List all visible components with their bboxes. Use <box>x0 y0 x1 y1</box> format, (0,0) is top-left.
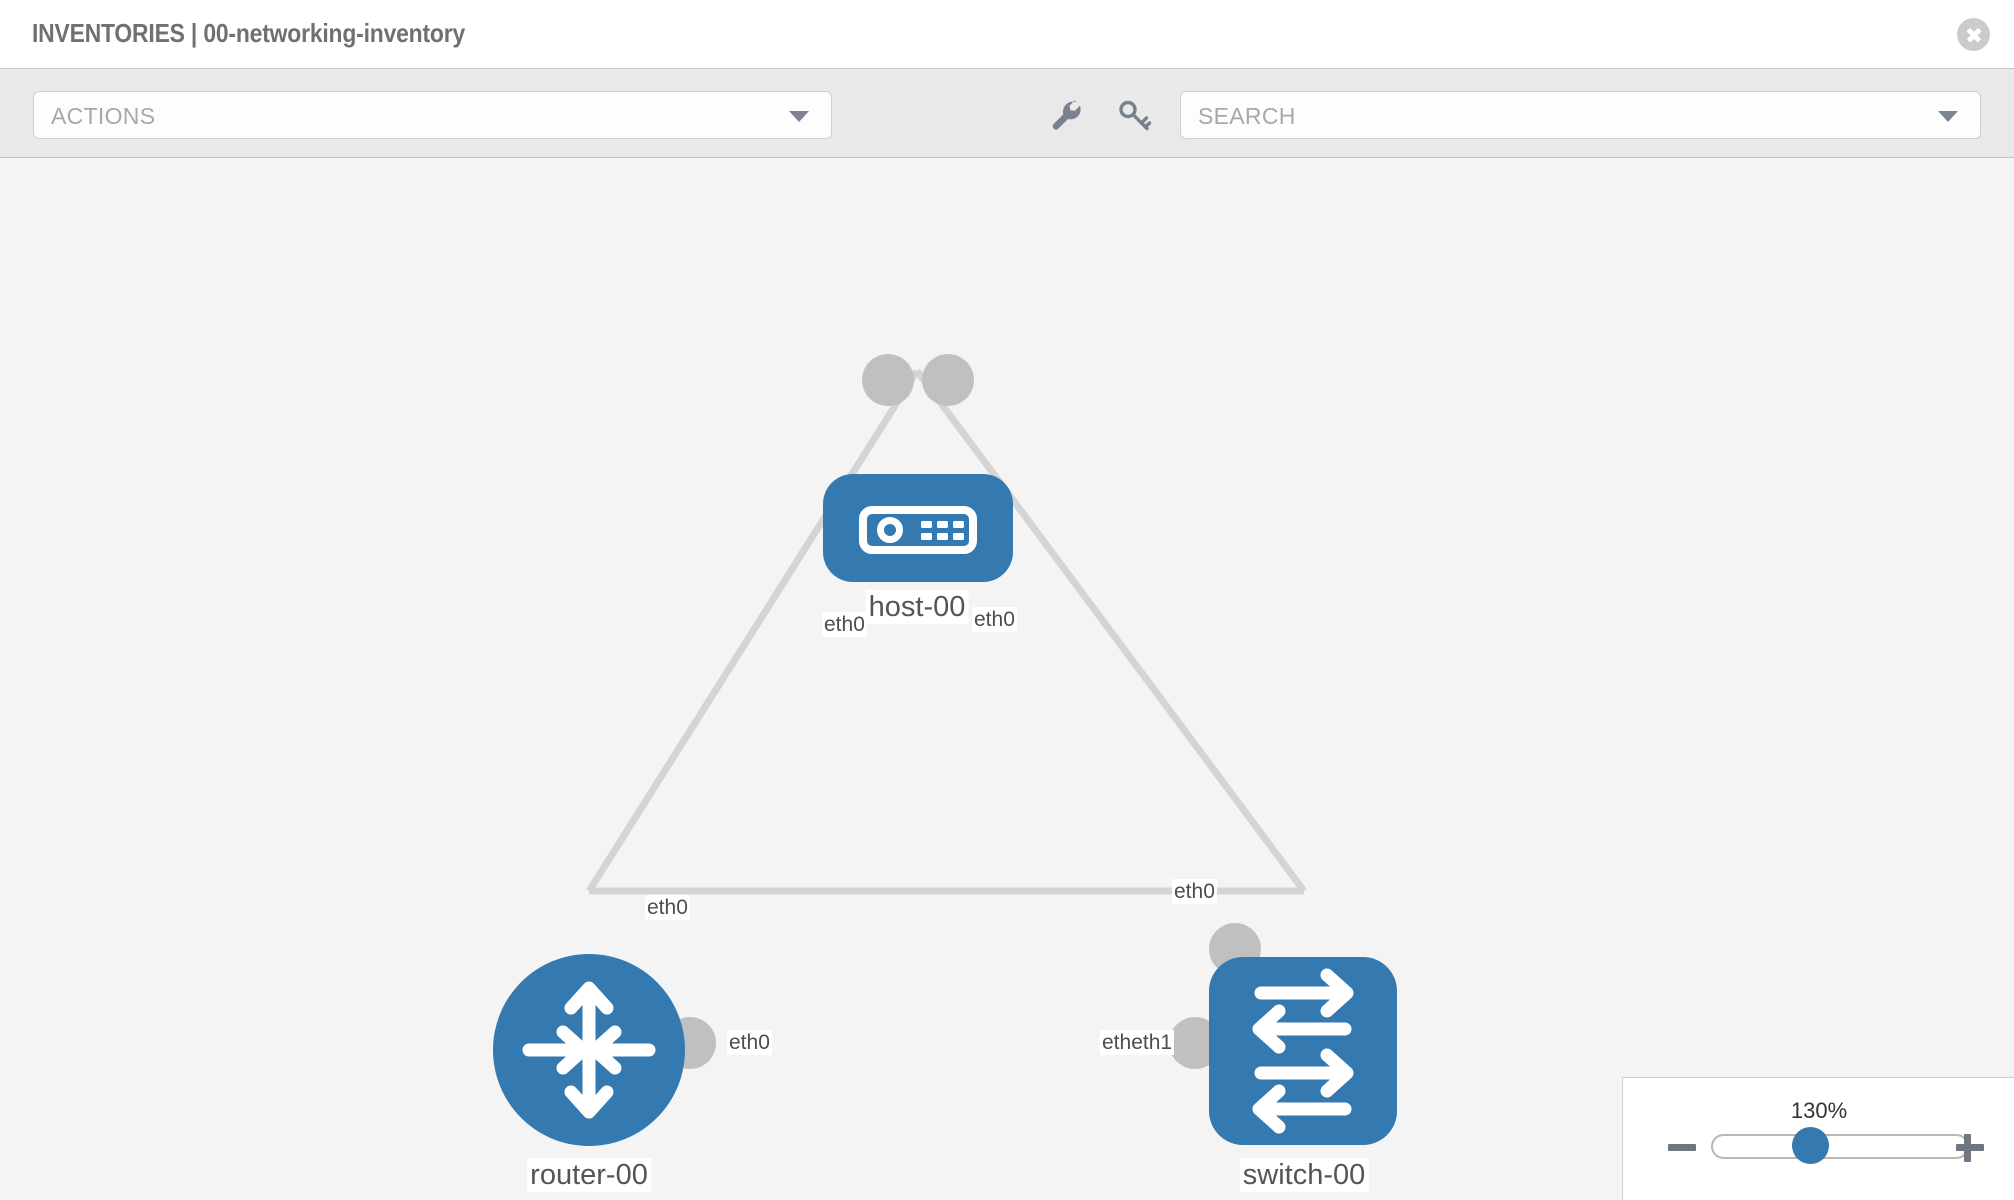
edge-label-host-eth0-left: eth0 <box>822 612 867 637</box>
node-host-00[interactable] <box>823 474 1013 582</box>
topology-connectors <box>664 354 1261 1069</box>
page-title: INVENTORIES | 00-networking-inventory <box>32 18 466 48</box>
actions-dropdown-label: ACTIONS <box>51 103 156 129</box>
node-label-switch-00: switch-00 <box>1239 1158 1369 1192</box>
switch-arrows-icon <box>1252 968 1354 1134</box>
zoom-slider-thumb[interactable] <box>1792 1127 1829 1164</box>
server-appliance-icon <box>859 506 977 554</box>
link-host-router[interactable] <box>586 369 920 893</box>
zoom-slider-track[interactable] <box>1711 1134 1969 1159</box>
key-icon[interactable] <box>1114 96 1154 136</box>
node-router-00[interactable] <box>493 954 685 1146</box>
edge-label-switch-eth0-up: eth0 <box>1172 879 1217 904</box>
zoom-level-value: 130% <box>1790 1098 1848 1123</box>
toolbar: ACTIONS SEARCH <box>0 69 2014 158</box>
minus-icon[interactable] <box>1665 1130 1699 1164</box>
close-icon[interactable] <box>1957 18 1990 51</box>
node-switch-00[interactable] <box>1209 957 1397 1145</box>
connector-switch-left[interactable] <box>1169 1017 1221 1069</box>
plus-icon[interactable] <box>1953 1130 1987 1164</box>
actions-dropdown[interactable]: ACTIONS <box>33 91 832 139</box>
edge-label-switch-eth1: etheth1 <box>1100 1030 1175 1055</box>
edge-label-host-eth0-right: eth0 <box>972 607 1017 632</box>
node-label-router-00: router-00 <box>527 1158 651 1192</box>
wrench-icon[interactable] <box>1046 96 1086 136</box>
connector-host-right[interactable] <box>922 354 974 406</box>
topology-canvas[interactable]: host-00 router-00 switch-00 eth0 eth0 et… <box>0 158 2014 1200</box>
edge-label-router-eth0-right: eth0 <box>727 1030 772 1055</box>
topology-links <box>586 368 1307 895</box>
connector-host-left[interactable] <box>862 354 914 406</box>
node-label-host-00: host-00 <box>865 590 969 624</box>
edge-label-router-eth0-up: eth0 <box>645 895 690 920</box>
page-header: INVENTORIES | 00-networking-inventory <box>0 0 2014 69</box>
topology-graph <box>493 354 1397 1146</box>
zoom-control-panel: 130% <box>1622 1077 2014 1200</box>
chevron-down-icon <box>789 111 809 122</box>
chevron-down-icon <box>1938 111 1958 122</box>
search-placeholder: SEARCH <box>1198 103 1296 129</box>
search-input[interactable]: SEARCH <box>1180 91 1981 139</box>
router-arrows-icon <box>522 981 656 1119</box>
link-host-switch[interactable] <box>914 368 1307 894</box>
